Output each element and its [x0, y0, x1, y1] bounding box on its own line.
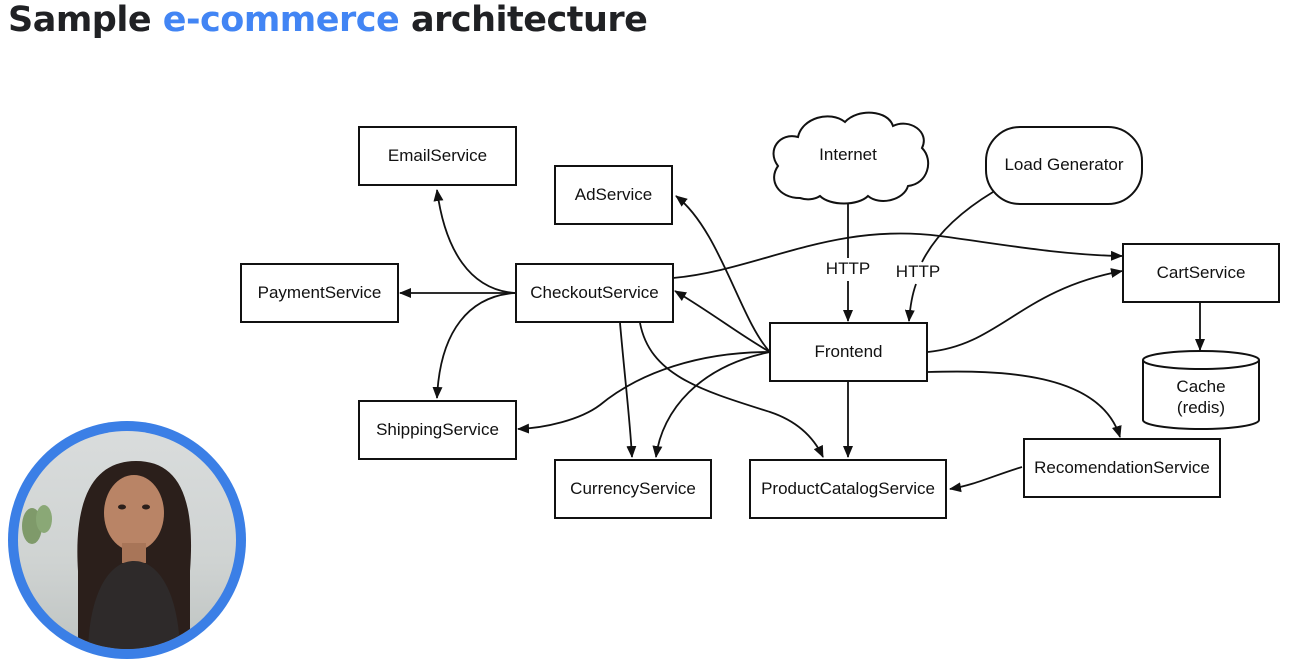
recommendation-service-label: RecomendationService [1034, 458, 1210, 477]
edge-checkout-cart [672, 232, 1123, 279]
internet-label: Internet [819, 145, 877, 164]
http-label-loadgen: HTTP [896, 262, 940, 281]
edge-checkout-email [433, 189, 516, 294]
edge-recommendation-productcatalog [949, 466, 1023, 493]
title-suffix: architecture [399, 0, 648, 40]
shipping-service-label: ShippingService [376, 420, 499, 439]
edge-frontend-recommendation [927, 370, 1122, 438]
node-checkout-service: CheckoutService [515, 263, 674, 323]
cart-service-label: CartService [1157, 263, 1246, 282]
product-catalog-service-label: ProductCatalogService [761, 479, 935, 498]
edge-frontend-cart [927, 268, 1123, 353]
edge-frontend-shipping [517, 351, 771, 434]
edge-frontend-ad [675, 195, 771, 353]
edge-frontend-currency [652, 351, 771, 458]
edge-frontend-checkout [674, 290, 771, 353]
ad-service-label: AdService [575, 185, 652, 204]
architecture-diagram: HTTP HTTP EmailService AdService Interne… [240, 111, 1280, 519]
node-cart-service: CartService [1122, 243, 1280, 303]
node-email-service: EmailService [358, 126, 517, 186]
presenter-frame [18, 431, 236, 649]
node-cache: Cache (redis) [1142, 350, 1260, 430]
frontend-label: Frontend [814, 342, 882, 361]
node-load-generator: Load Generator [985, 126, 1143, 205]
edge-checkout-currency [619, 322, 637, 458]
edge-loadgen-frontend-arrow [904, 283, 917, 322]
title-accent: e-commerce [162, 0, 400, 40]
cache-label-line1: Cache [1176, 377, 1225, 396]
node-currency-service: CurrencyService [554, 459, 712, 519]
currency-service-label: CurrencyService [570, 479, 696, 498]
title-prefix: Sample [8, 0, 163, 40]
email-service-label: EmailService [388, 146, 487, 165]
node-ad-service: AdService [554, 165, 673, 225]
database-cylinder-icon [1142, 360, 1260, 430]
presenter-video-thumbnail-icon [22, 461, 192, 649]
node-recommendation-service: RecomendationService [1023, 438, 1221, 498]
http-label-internet: HTTP [826, 259, 870, 278]
payment-service-label: PaymentService [258, 283, 382, 302]
edge-checkout-productcatalog [639, 322, 824, 458]
edges [399, 189, 1205, 493]
load-generator-label: Load Generator [1004, 155, 1123, 174]
slide-title: Sample e-commerce architecture [8, 0, 648, 40]
edge-loadgen-frontend [921, 191, 994, 263]
node-shipping-service: ShippingService [358, 400, 517, 460]
node-payment-service: PaymentService [240, 263, 399, 323]
cloud-icon [772, 111, 930, 205]
cache-label-line2: (redis) [1177, 398, 1225, 417]
node-frontend: Frontend [769, 322, 928, 382]
checkout-service-label: CheckoutService [530, 283, 659, 302]
node-product-catalog-service: ProductCatalogService [749, 459, 947, 519]
node-internet: Internet [772, 111, 930, 205]
presenter-video [8, 421, 246, 659]
edge-checkout-shipping [432, 292, 516, 399]
